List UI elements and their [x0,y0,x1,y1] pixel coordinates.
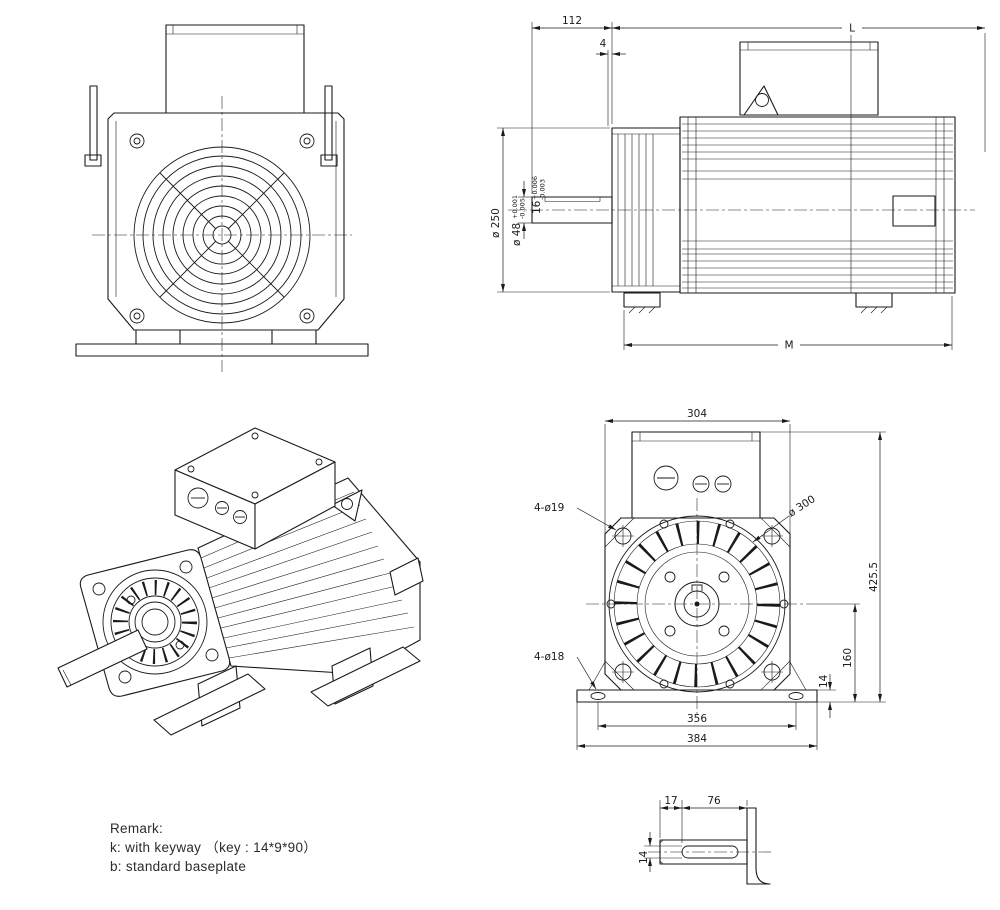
front-terminal-box [165,24,305,114]
detail-keyway [681,845,739,859]
shaft-diameter-tol-lower: -0.005 [519,198,527,219]
dim-spigot: 4 [600,38,607,50]
dim-key: 16 [531,200,543,214]
dim-corner-holes: 4-ø19 [534,502,564,514]
back-corner-bolts [612,525,783,683]
dim-shaft-extension: 112 [562,15,582,27]
remark-block: Remark: k: with keyway （key : 14*9*90） b… [110,820,317,877]
back-baseplate [576,661,818,703]
dim-fan-cover-diameter: ø 250 [490,208,502,238]
dim-key-length: 76 [707,795,721,807]
remark-baseplate: b: standard baseplate [110,858,247,874]
isometric-view [57,427,424,736]
remark-keyway: k: with keyway （key : 14*9*90） [110,839,318,855]
side-feet [623,292,893,314]
dim-base-holes: 4-ø18 [534,651,564,663]
dim-base-hole-spacing: 356 [687,713,707,725]
detail-dimensions: 17 76 14 [638,795,748,872]
iso-lifting-bracket [331,489,363,522]
dim-shaft-diameter: ø 48 [511,223,523,246]
front-view [75,24,369,372]
dim-base-thickness: 14 [818,674,830,688]
side-nameplate [892,195,936,227]
front-foot-left [135,329,181,345]
dim-base-width: 384 [687,733,707,745]
back-terminal-box [631,431,761,519]
back-stator [608,515,786,693]
fan-guard [133,146,311,324]
dim-foot-length: M [784,340,793,352]
key-tol-upper: +0.006 [531,176,539,200]
back-view: 304 4-ø19 ø 300 425.5 160 14 4 [534,408,886,750]
dim-overall-length: L [849,23,855,35]
dim-body-width: 304 [687,408,707,420]
side-view: 112 4 L M ø 250 ø 48 [490,15,986,352]
side-terminal-box [739,41,879,116]
front-baseplate [75,343,369,357]
shaft-diameter-tol-upper: +0.001 [511,195,519,219]
iso-shaft [57,629,148,688]
side-lifting-lug [743,85,779,116]
shaft-detail-view: 17 76 14 [638,795,772,885]
detail-flange [746,807,771,885]
side-body [679,35,956,294]
front-body [107,112,345,331]
iso-cable-glands [187,487,247,524]
iso-flange-face [92,560,219,684]
dim-overall-height: 425.5 [868,562,880,592]
iso-feet [153,646,421,736]
dim-key-width: 14 [638,850,650,864]
dim-key-start: 17 [664,795,677,807]
iso-terminal-box [174,427,336,550]
front-foot-right [271,329,317,345]
front-lifting-rods [84,85,338,167]
iso-nameplate [389,557,424,596]
dim-shaft-center-height: 160 [842,648,854,668]
side-dimensions: 112 4 L M ø 250 ø 48 [490,15,986,352]
front-corner-screws [129,133,315,324]
back-dimensions: 304 4-ø19 ø 300 425.5 160 14 4 [534,408,886,750]
remark-title: Remark: [110,821,164,836]
key-tol-lower: -0.003 [539,179,547,200]
iso-body-fins [200,491,415,659]
dim-flange-diameter: ø 300 [786,493,818,519]
